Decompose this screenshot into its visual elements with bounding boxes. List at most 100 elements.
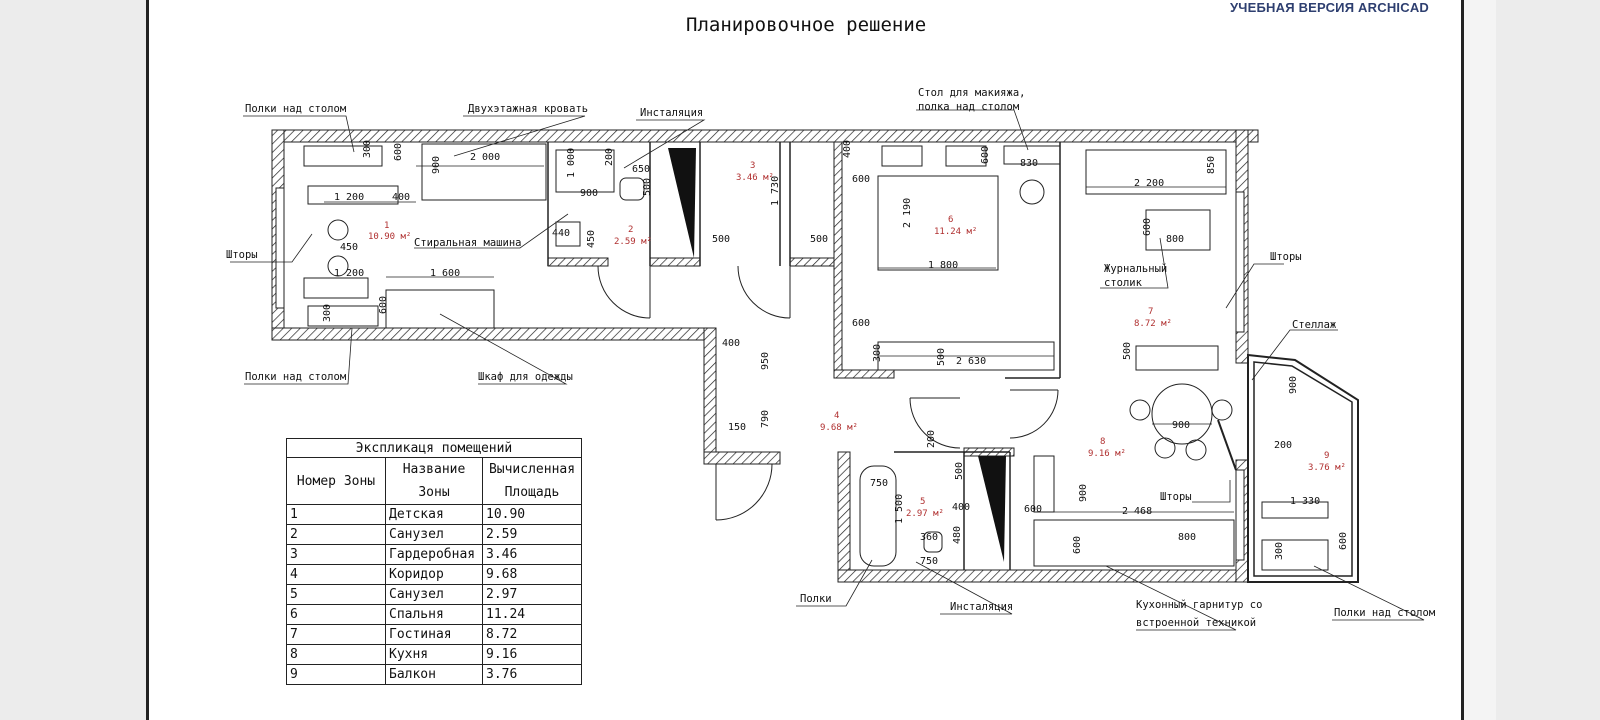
room-number: 9: [1324, 451, 1329, 461]
legend-row: 8 Кухня 9.16: [286, 644, 582, 665]
dimension-label: 900: [1288, 376, 1299, 394]
legend-cell: 9.16: [482, 644, 582, 665]
dimension-label: 900: [1172, 420, 1190, 431]
dimension-label: 300: [362, 140, 373, 158]
dimension-label: 500: [642, 178, 653, 196]
legend-row: 7 Гостиная 8.72: [286, 624, 582, 645]
desk-bottom-left: [307, 305, 379, 327]
room-area: 9.16 м²: [1088, 449, 1126, 459]
dimension-label: 2 468: [1122, 506, 1152, 517]
page-title: Планировочное решение: [686, 14, 927, 36]
dimension-label: 150: [728, 422, 746, 433]
dimension-label: 600: [852, 318, 870, 329]
wall-bath-left: [837, 451, 851, 583]
nightstand-2: [945, 145, 987, 167]
annotation-label: Двухэтажная кровать: [468, 103, 588, 115]
dining-table: [1151, 383, 1213, 445]
room-number: 5: [920, 497, 925, 507]
dimension-label: 200: [604, 148, 615, 166]
dimension-label: 900: [580, 188, 598, 199]
legend-cell: 5: [286, 584, 386, 605]
legend-cell: 3.46: [482, 544, 582, 565]
dimension-label: 300: [1274, 542, 1285, 560]
room-area: 10.90 м²: [368, 232, 411, 242]
legend-cell: 4: [286, 564, 386, 585]
legend-row: 3 Гардеробная 3.46: [286, 544, 582, 565]
dimension-label: 750: [870, 478, 888, 489]
room-number: 4: [834, 411, 839, 421]
dimension-label: 500: [936, 348, 947, 366]
annotation-label: встроенной техникой: [1136, 617, 1256, 629]
dimension-label: 850: [1206, 156, 1217, 174]
dimension-label: 480: [952, 526, 963, 544]
viewer-margin: [1464, 0, 1496, 720]
annotation-label: Шторы: [1270, 251, 1302, 263]
window-right-lower: [1235, 469, 1245, 561]
room-number: 1: [384, 221, 389, 231]
annotation-label: Кухонный гарнитур со: [1136, 599, 1262, 611]
partitions: [547, 142, 1359, 583]
legend-header: Номер Зоны: [286, 457, 386, 505]
legend-cell: 10.90: [482, 504, 582, 525]
dimension-label: 450: [586, 230, 597, 248]
room-area: 2.97 м²: [906, 509, 944, 519]
room-area: 3.76 м²: [1308, 463, 1346, 473]
annotation-label: Полки над столом: [1334, 607, 1436, 619]
dimension-label: 360: [920, 532, 938, 543]
annotation-label: Стол для макияжа,: [918, 87, 1025, 99]
wall-top: [271, 129, 1259, 143]
legend-cell: 2.59: [482, 524, 582, 545]
room-area: 3.46 м²: [736, 173, 774, 183]
makeup-chair: [1019, 179, 1045, 205]
annotation-label: Журнальный: [1104, 263, 1167, 275]
dimension-label: 1 600: [430, 268, 460, 279]
bed: [877, 175, 999, 271]
annotation-label: Шкаф для одежды: [478, 371, 573, 383]
dimension-label: 900: [1078, 484, 1089, 502]
room-number: 7: [1148, 307, 1153, 317]
annotation-label: Полки над столом: [245, 103, 347, 115]
legend-cell: 2.97: [482, 584, 582, 605]
dimension-label: 400: [722, 338, 740, 349]
dimension-label: 800: [1178, 532, 1196, 543]
room-number: 2: [628, 225, 633, 235]
dimension-lines: [324, 165, 1234, 513]
chair-1: [327, 219, 349, 241]
annotation-label: Шторы: [1160, 491, 1192, 503]
room-labels: 1 10.90 м² 2 2.59 м² 3 3.46 м² 4 9.68 м²…: [368, 161, 1346, 519]
washing-machine: [555, 221, 581, 247]
legend-row: 6 Спальня 11.24: [286, 604, 582, 625]
sofa: [1085, 149, 1227, 195]
dimension-label: 800: [1166, 234, 1184, 245]
dimension-label: 830: [1020, 158, 1038, 169]
legend-cell: Гардеробная: [385, 544, 483, 565]
room-number: 6: [948, 215, 953, 225]
dimension-label: 1 500: [894, 494, 905, 524]
dimension-label: 200: [1274, 440, 1292, 451]
legend-cell: 8: [286, 644, 386, 665]
dimension-label: 900: [431, 156, 442, 174]
dimension-label: 1 730: [770, 176, 781, 206]
dimension-label: 500: [810, 234, 828, 245]
dimension-label: 600: [378, 296, 389, 314]
dimension-label: 650: [632, 164, 650, 175]
dimension-label: 600: [1142, 218, 1153, 236]
doors: [597, 265, 1237, 521]
dimension-label: 1 800: [928, 260, 958, 271]
legend-row: 1 Детская 10.90: [286, 504, 582, 525]
legend-cell: Кухня: [385, 644, 483, 665]
dimension-label: 2 200: [1134, 178, 1164, 189]
legend-cell: 9.68: [482, 564, 582, 585]
dimension-label: 2 000: [470, 152, 500, 163]
dimension-label: 400: [952, 502, 970, 513]
legend-cell: 2: [286, 524, 386, 545]
dimension-label: 440: [552, 228, 570, 239]
wall-corridor-bottom: [703, 451, 781, 465]
dimension-label: 500: [712, 234, 730, 245]
dimension-label: 400: [392, 192, 410, 203]
dimension-label: 1 200: [334, 192, 364, 203]
toilet-1: [619, 177, 645, 201]
